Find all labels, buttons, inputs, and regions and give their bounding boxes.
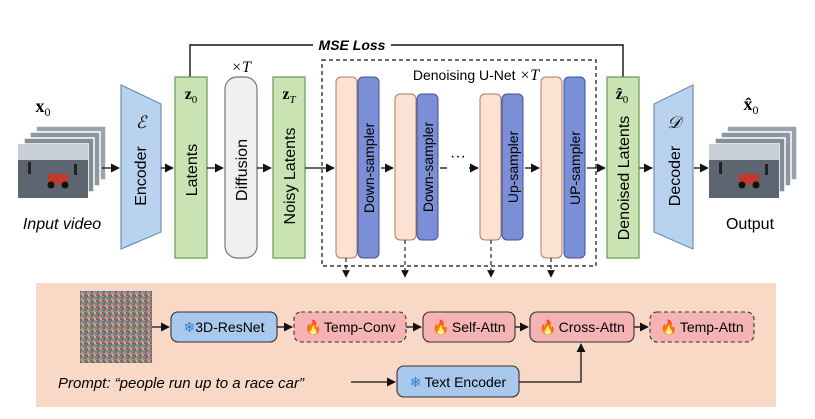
input-video-frames <box>17 125 107 199</box>
panel-arrows <box>152 322 649 387</box>
fire-icon: 🔥 <box>539 319 556 336</box>
latents-label: Latents <box>184 144 201 196</box>
fire-icon: 🔥 <box>660 319 677 336</box>
encoder-symbol: ℰ <box>136 113 148 132</box>
diffusion-label: Diffusion <box>234 139 251 201</box>
svg-text:❄Text Encoder: ❄Text Encoder <box>410 374 507 391</box>
unet-title: Denoising U-Net ×T <box>413 67 540 84</box>
unet-block-down-1: Down-sampler <box>335 76 380 259</box>
unet-block-label: Down-sampler <box>361 123 377 214</box>
input-frame <box>17 143 89 199</box>
self-attn-module: 🔥Self-Attn <box>422 311 516 343</box>
resnet-module: ❄3D-ResNet <box>170 311 278 343</box>
svg-text:🔥Cross-Attn: 🔥Cross-Attn <box>539 319 625 336</box>
svg-text:🔥Self-Attn: 🔥Self-Attn <box>432 319 505 336</box>
unet-detail-panel: ❄3D-ResNet 🔥Temp-Conv 🔥Self-Attn 🔥Cross-… <box>36 283 776 407</box>
output-caption: Output <box>726 216 775 233</box>
denoising-unet: Denoising U-Net ×T Down-sampler Down-sam… <box>321 59 597 267</box>
latents-z-symbol: z0 <box>185 86 198 106</box>
output-x-symbol: x̂0 <box>744 94 759 117</box>
svg-text:❄3D-ResNet: ❄3D-ResNet <box>184 319 265 336</box>
diffusion-times-t: ×T <box>231 59 252 76</box>
latents-block: z0 Latents <box>174 76 208 259</box>
text-encoder-module: ❄Text Encoder <box>396 365 520 398</box>
decoder-label: Decoder <box>667 145 684 206</box>
denoised-latents-label: Denoised Latents <box>616 116 633 241</box>
noisy-latents-label: Noisy Latents <box>282 128 299 225</box>
decoder-symbol: 𝒟 <box>667 113 684 132</box>
decoder-block: 𝒟 Decoder <box>653 84 694 250</box>
snowflake-icon: ❄ <box>184 320 196 336</box>
fire-icon: 🔥 <box>304 319 321 336</box>
fire-icon: 🔥 <box>432 319 449 336</box>
noisy-latents-z-symbol: zT <box>282 86 296 106</box>
unet-ellipsis: ··· <box>450 148 466 165</box>
unet-block-label: Up-sampler <box>505 130 521 203</box>
unet-detail-connectors <box>342 240 555 278</box>
mse-loss-bracket: MSE Loss <box>189 36 624 77</box>
unet-block-label: UP-sampler <box>567 131 583 205</box>
unet-block-down-2: Down-sampler <box>394 93 439 241</box>
encoder-block: ℰ Encoder <box>120 84 162 250</box>
mse-loss-label: MSE Loss <box>319 37 386 53</box>
unet-block-up-1: Up-sampler <box>479 93 524 241</box>
unet-block-label: Down-sampler <box>420 122 436 213</box>
svg-text:🔥Temp-Attn: 🔥Temp-Attn <box>660 319 743 336</box>
denoised-latents-block: ẑ0 Denoised Latents <box>606 76 640 259</box>
encoder-label: Encoder <box>133 146 150 206</box>
svg-text:🔥Temp-Conv: 🔥Temp-Conv <box>304 319 395 336</box>
output-video-frames <box>708 125 798 199</box>
prompt-text: Prompt: “people run up to a race car” <box>58 375 305 392</box>
temp-attn-module: 🔥Temp-Attn <box>649 311 755 343</box>
input-video-caption: Input video <box>23 216 101 233</box>
denoised-latents-z-symbol: ẑ0 <box>616 86 629 106</box>
noisy-latents-block: zT Noisy Latents <box>272 76 306 259</box>
noise-input-image <box>80 291 152 363</box>
diffusion-block: Diffusion <box>224 76 258 259</box>
temp-conv-module: 🔥Temp-Conv <box>293 311 407 343</box>
unet-block-up-2: UP-sampler <box>540 76 586 259</box>
input-x-symbol: x0 <box>36 96 51 119</box>
output-frame <box>708 143 780 199</box>
cross-attn-module: 🔥Cross-Attn <box>529 311 635 343</box>
snowflake-icon: ❄ <box>410 375 422 391</box>
